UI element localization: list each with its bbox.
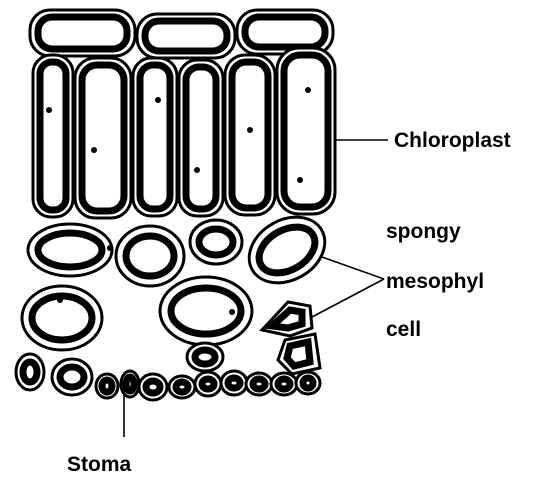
spongy-label-line1: spongy xyxy=(386,220,461,243)
spongy-leader-line-lower xyxy=(312,279,384,317)
spongy-cell xyxy=(237,204,336,296)
spongy-label-line3: cell xyxy=(386,318,421,341)
spongy-mesophyll-layer xyxy=(22,204,337,374)
stoma-label: Stoma xyxy=(67,453,132,476)
spongy-leader-line-upper xyxy=(322,257,384,279)
spongy-label-line2: mesophyl xyxy=(386,270,484,293)
chloroplast-label: Chloroplast xyxy=(394,129,511,152)
palisade-layer xyxy=(33,48,335,218)
lower-epidermis xyxy=(16,354,320,400)
